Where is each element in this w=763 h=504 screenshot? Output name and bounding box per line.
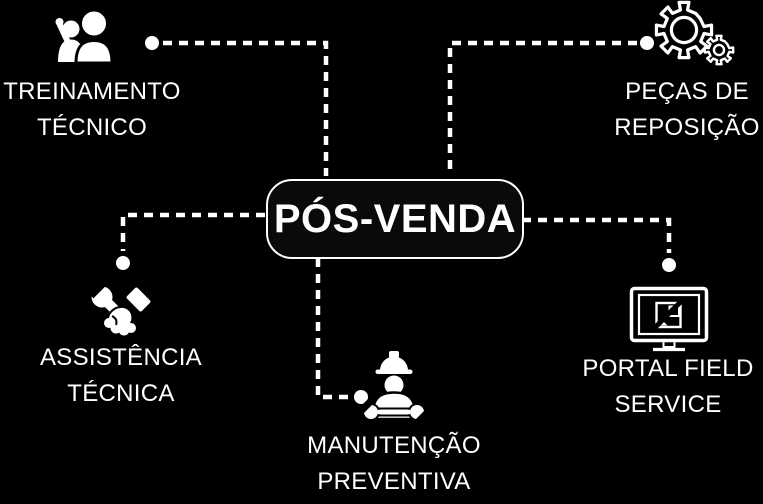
maintenance-worker-icon [359, 351, 429, 425]
connector-middle-left [120, 212, 265, 251]
connector-dot [354, 390, 368, 404]
gears-icon [654, 0, 735, 66]
connector-dot [145, 36, 159, 50]
connector-bottom-center [315, 258, 349, 400]
label-line: SERVICE [614, 391, 722, 418]
center-label: PÓS-VENDA [273, 196, 517, 241]
label-line: ASSISTÊNCIA [39, 344, 202, 371]
connector-top-right [447, 40, 637, 176]
label-line: PEÇAS DE [625, 78, 749, 105]
label-line: TÉCNICO [36, 114, 148, 141]
node-label-pecas-de-reposicao: PEÇAS DE REPOSIÇÃO [575, 74, 763, 146]
connector-dot [116, 256, 130, 270]
training-people-icon [55, 8, 114, 65]
label-line: PREVENTIVA [317, 468, 471, 495]
label-line: TREINAMENTO [3, 78, 181, 105]
node-label-manutencao-preventiva: MANUTENÇÃO PREVENTIVA [282, 428, 506, 500]
monitor-icon [629, 286, 709, 352]
label-line: REPOSIÇÃO [614, 114, 760, 141]
connector-top-left [163, 40, 329, 176]
connector-dot [662, 258, 676, 272]
connector-dot [640, 36, 654, 50]
label-line: MANUTENÇÃO [307, 432, 481, 459]
connector-middle-right [522, 217, 672, 253]
hand-holding-wrench-icon [85, 280, 153, 336]
label-line: PORTAL FIELD [582, 355, 754, 382]
node-label-treinamento-tecnico: TREINAMENTO TÉCNICO [0, 74, 204, 146]
node-label-portal-field-service: PORTAL FIELD SERVICE [556, 351, 763, 423]
label-line: TÉCNICA [67, 380, 175, 407]
center-node-pos-venda: PÓS-VENDA [266, 179, 524, 259]
node-label-assistencia-tecnica: ASSISTÊNCIA TÉCNICA [9, 340, 233, 412]
